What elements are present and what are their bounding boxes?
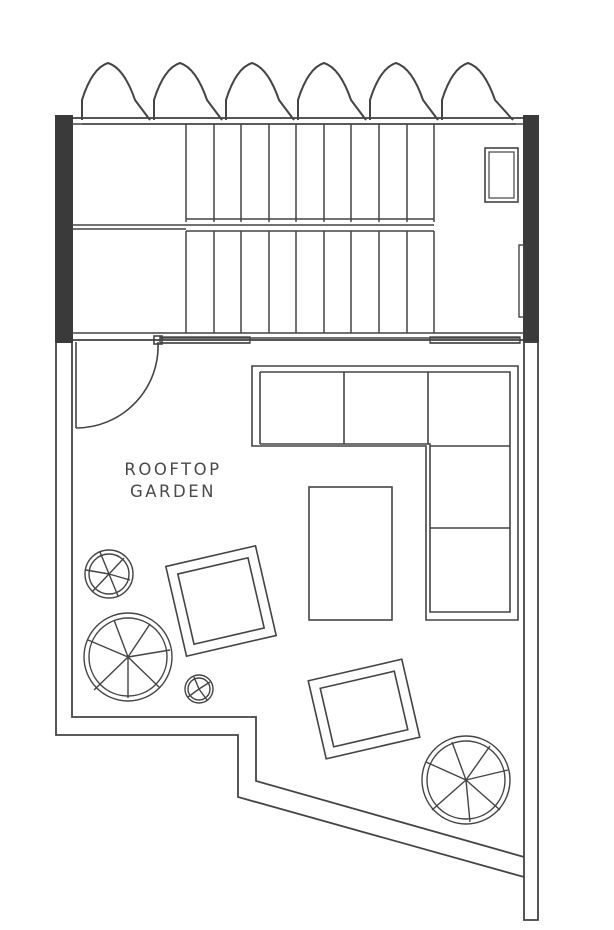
wall-right — [523, 115, 539, 343]
stair-flight-lower — [185, 231, 435, 333]
potted-plant — [184, 674, 214, 704]
wall-panel — [518, 244, 525, 318]
room-label-line-2: GARDEN — [129, 482, 216, 501]
armchair — [307, 658, 421, 760]
stair-enclosure — [55, 115, 539, 343]
l-shaped-sofa — [251, 365, 519, 621]
skylight — [81, 61, 151, 121]
potted-plant — [421, 735, 511, 825]
wall-cabinet — [484, 147, 519, 203]
skylight — [225, 61, 295, 121]
skylight — [297, 61, 367, 121]
sliding-glass-door — [159, 336, 521, 344]
wall-left — [55, 115, 73, 343]
skylight-row — [81, 61, 516, 125]
room-label: ROOFTOP GARDEN — [98, 459, 248, 503]
stair-flight-upper — [185, 124, 435, 222]
coffee-table — [308, 486, 393, 621]
skylight — [441, 61, 514, 121]
skylight — [153, 61, 223, 121]
potted-plant — [83, 612, 173, 702]
room-label-line-1: ROOFTOP — [124, 460, 222, 479]
potted-plant — [84, 549, 134, 599]
armchair — [164, 544, 278, 658]
skylight — [369, 61, 439, 121]
door-swing — [75, 335, 163, 429]
terrace-boundary — [55, 341, 539, 921]
